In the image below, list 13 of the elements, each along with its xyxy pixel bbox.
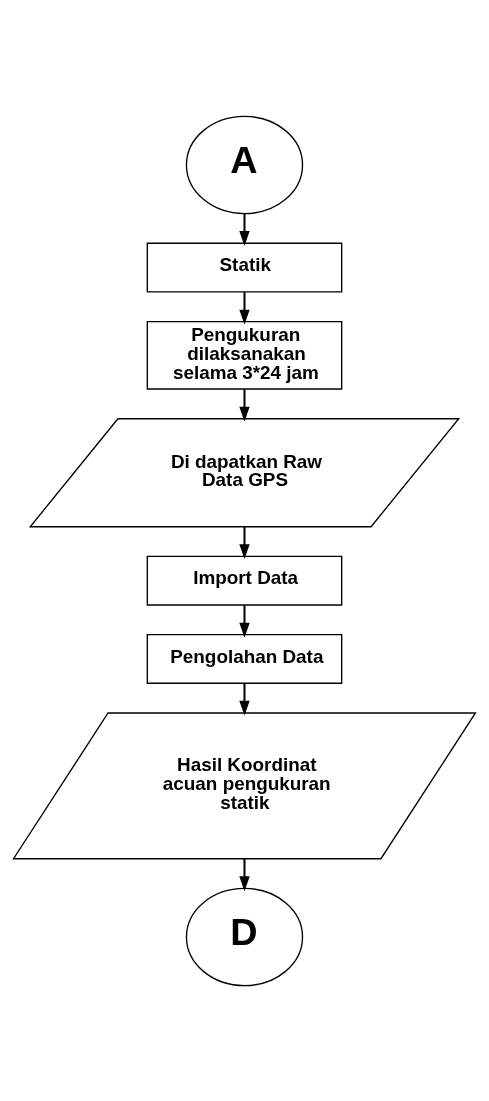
- arrow: [239, 291, 250, 325]
- arrow: [239, 213, 250, 246]
- node-box: Pengukuran dilaksanakan selama 3*24 jam: [146, 320, 343, 390]
- node-ellipse: D: [185, 887, 304, 986]
- arrow: [239, 526, 250, 559]
- node-ellipse: A: [185, 115, 304, 214]
- arrow: [239, 683, 250, 716]
- node-box: Import Data: [146, 555, 343, 606]
- arrow: [239, 858, 250, 891]
- node-box: Statik: [146, 242, 343, 293]
- arrow: [239, 604, 250, 638]
- arrow: [239, 388, 250, 422]
- node-box: Pengolahan Data: [146, 633, 343, 684]
